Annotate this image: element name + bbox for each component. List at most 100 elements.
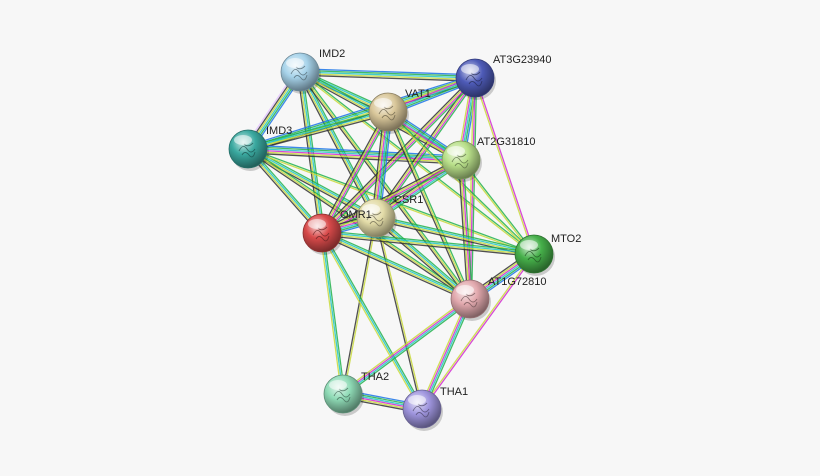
edge-line xyxy=(387,111,471,300)
node-label: IMD2 xyxy=(319,48,345,60)
edge-line xyxy=(300,68,476,76)
node-highlight xyxy=(408,395,426,405)
node-sphere[interactable] xyxy=(450,279,490,319)
node-imd3[interactable]: IMD3 xyxy=(228,125,292,171)
edge-OMR1-MTO2 xyxy=(321,229,535,258)
node-highlight xyxy=(329,380,347,390)
node-sphere[interactable] xyxy=(280,52,320,92)
edge-AT3G23940-AT1G72810 xyxy=(467,77,478,300)
edge-line xyxy=(375,218,470,301)
node-imd2[interactable]: IMD2 xyxy=(280,48,345,94)
edge-line xyxy=(323,112,391,235)
node-at1g72810[interactable]: AT1G72810 xyxy=(450,276,547,321)
node-mto2[interactable]: MTO2 xyxy=(514,233,581,276)
edge-line xyxy=(320,76,475,233)
edge-AT3G23940-MTO2 xyxy=(473,77,536,255)
node-tha2[interactable]: THA2 xyxy=(323,371,389,416)
node-highlight xyxy=(374,98,392,108)
edge-line xyxy=(459,160,470,300)
edge-line xyxy=(299,71,476,79)
edge-line xyxy=(420,253,534,409)
edge-line xyxy=(344,300,472,397)
edge-line xyxy=(322,78,477,235)
edge-line xyxy=(322,230,472,298)
node-vat1[interactable]: VAT1 xyxy=(368,88,431,134)
edge-AT2G31810-AT1G72810 xyxy=(457,159,474,300)
edge-line xyxy=(321,158,461,233)
edge-VAT1-AT1G72810 xyxy=(385,111,473,300)
edge-line xyxy=(299,71,471,300)
node-highlight xyxy=(520,240,538,250)
edge-CSR1-THA1 xyxy=(374,217,424,410)
node-sphere[interactable] xyxy=(455,58,495,98)
edge-line xyxy=(319,75,474,232)
node-sphere[interactable] xyxy=(323,374,363,414)
node-highlight xyxy=(456,285,474,295)
edge-line xyxy=(247,149,461,162)
edge-line xyxy=(248,147,377,218)
edge-OMR1-AT1G72810 xyxy=(320,230,472,302)
edge-line xyxy=(374,218,422,410)
edge-line xyxy=(247,150,461,164)
node-label: OMR1 xyxy=(340,209,372,221)
edge-line xyxy=(461,159,536,254)
edge-line xyxy=(342,297,470,394)
edge-line xyxy=(247,109,388,148)
edge-line xyxy=(422,299,472,410)
edge-line xyxy=(461,159,472,299)
edge-line xyxy=(300,69,476,78)
node-label: AT2G31810 xyxy=(477,136,536,148)
edge-line xyxy=(376,216,471,299)
edge-line xyxy=(423,299,473,411)
node-sphere[interactable] xyxy=(228,129,268,169)
node-highlight xyxy=(461,64,479,74)
node-highlight xyxy=(447,146,465,156)
edge-line xyxy=(321,234,534,258)
node-sphere[interactable] xyxy=(514,234,554,274)
node-label: IMD3 xyxy=(266,125,292,137)
node-highlight xyxy=(286,58,304,68)
edge-IMD2-AT3G23940 xyxy=(299,68,476,82)
node-label: CSR1 xyxy=(394,194,423,206)
edge-line xyxy=(320,233,422,411)
node-sphere[interactable] xyxy=(402,389,442,429)
edge-MTO2-THA1 xyxy=(420,253,536,410)
edge-IMD3-VAT1 xyxy=(247,109,389,152)
edge-line xyxy=(322,160,462,235)
edge-line xyxy=(298,72,376,219)
edge-line xyxy=(322,231,424,409)
edge-CSR1-AT1G72810 xyxy=(374,215,472,302)
edge-line xyxy=(462,159,474,299)
node-sphere[interactable] xyxy=(302,213,342,253)
edge-AT1G72810-THA1 xyxy=(419,297,473,411)
edge-AT1G72810-THA2 xyxy=(341,296,472,397)
node-tha1[interactable]: THA1 xyxy=(402,386,468,431)
edge-line xyxy=(299,72,475,81)
node-label: VAT1 xyxy=(405,88,431,100)
edge-CSR1-THA2 xyxy=(341,217,378,395)
node-label: MTO2 xyxy=(551,233,581,245)
node-omr1[interactable]: OMR1 xyxy=(302,209,372,255)
node-at2g31810[interactable]: AT2G31810 xyxy=(441,136,536,182)
edge-line xyxy=(322,112,390,234)
edge-line xyxy=(246,74,475,147)
edge-line xyxy=(248,147,462,160)
edge-OMR1-THA2 xyxy=(319,232,346,395)
node-at3g23940[interactable]: AT3G23940 xyxy=(455,54,552,100)
node-sphere[interactable] xyxy=(441,140,481,180)
node-sphere[interactable] xyxy=(368,92,408,132)
edge-line xyxy=(467,77,475,299)
edge-line xyxy=(459,160,534,255)
edge-line xyxy=(469,77,476,300)
edge-line xyxy=(320,234,470,302)
edge-line xyxy=(343,218,378,395)
edge-line xyxy=(376,215,535,253)
node-csr1[interactable]: CSR1 xyxy=(356,194,423,240)
edge-line xyxy=(321,233,534,256)
edge-AT2G31810-MTO2 xyxy=(459,159,536,255)
edge-line xyxy=(323,79,478,236)
edge-line xyxy=(322,231,471,299)
edge-line xyxy=(376,217,424,409)
edge-line xyxy=(343,299,471,396)
